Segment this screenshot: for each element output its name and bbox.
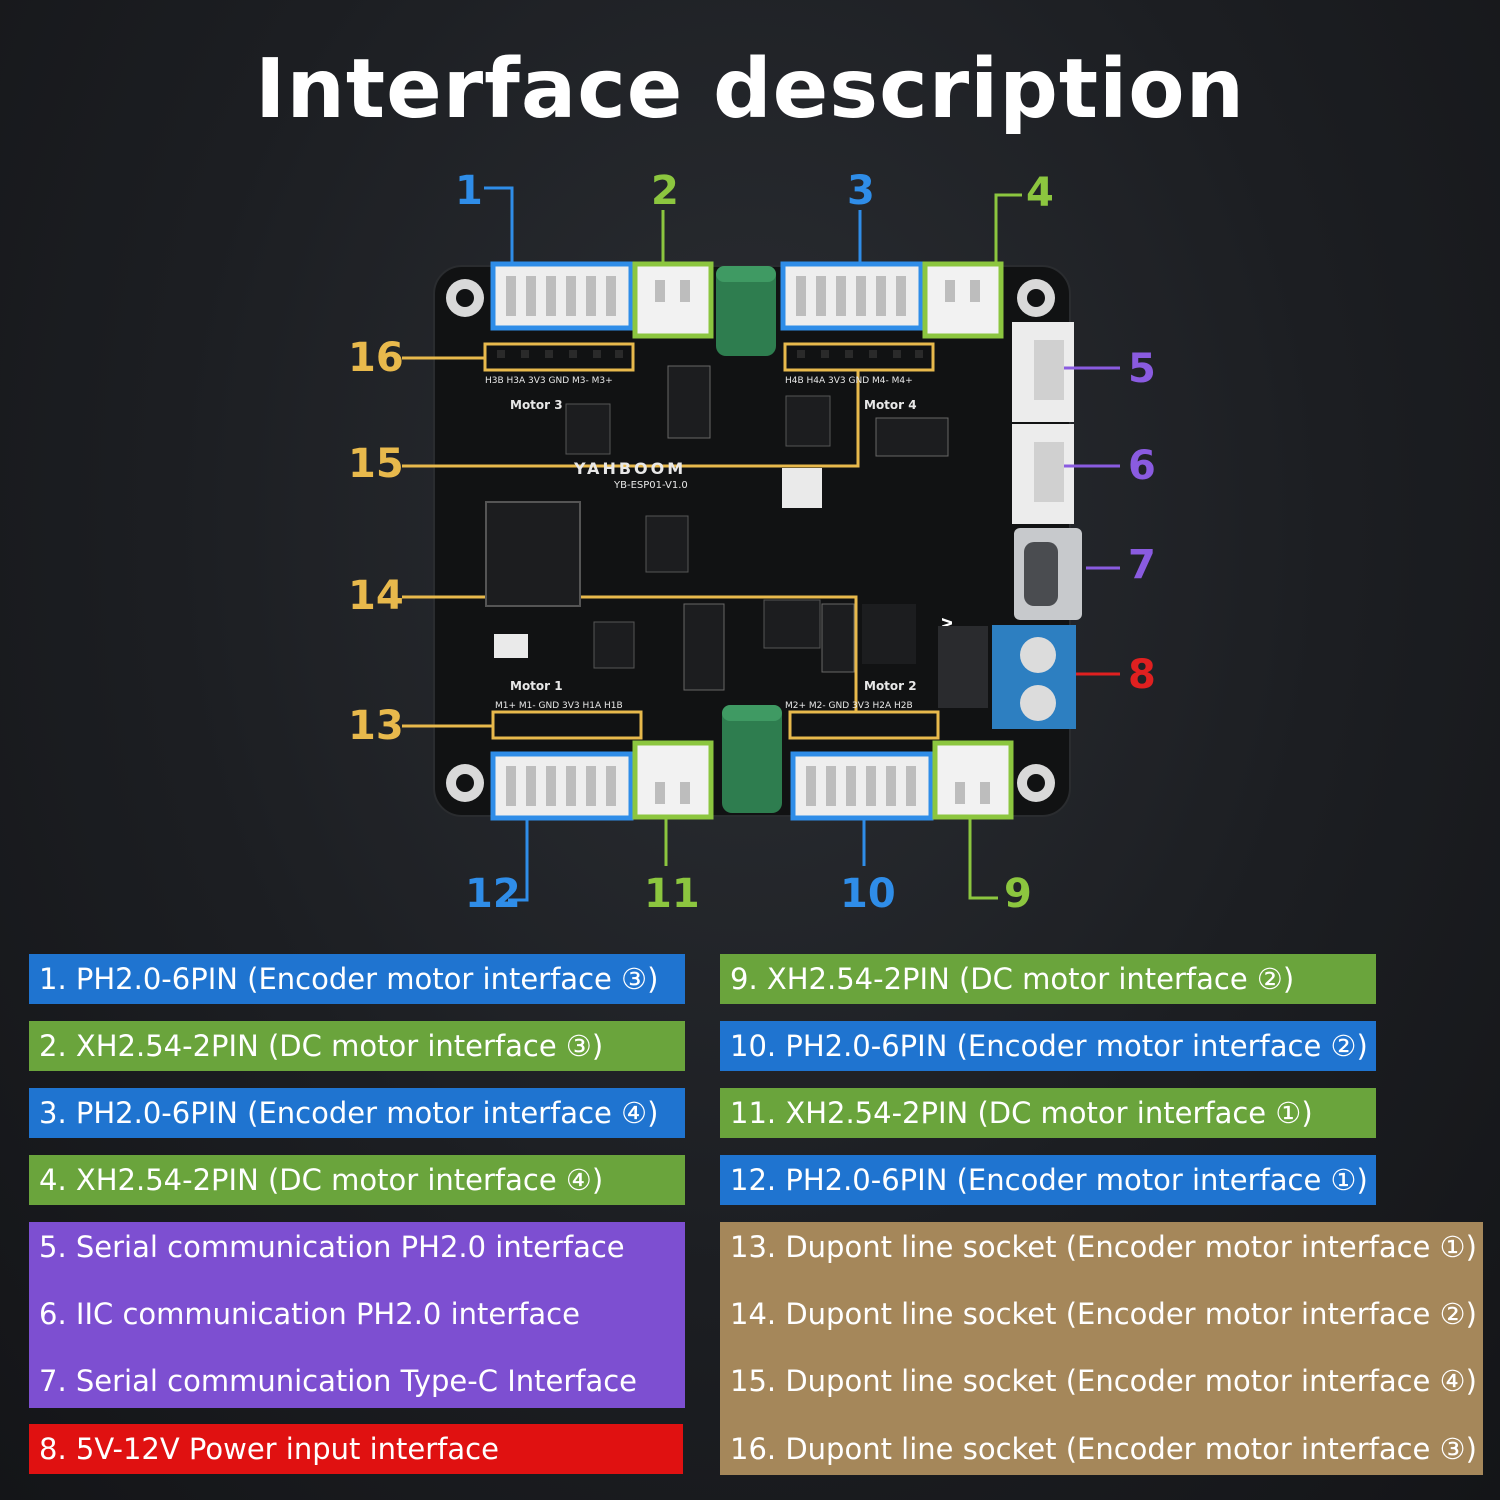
connector-3-ph20-6pin [780, 261, 924, 331]
connector-5-serial-ph20 [1012, 322, 1074, 422]
mounting-holes [446, 279, 1055, 802]
connector-11-xh254-2pin [632, 740, 714, 820]
legend-item-14: 14. Dupont line socket (Encoder motor in… [730, 1297, 1477, 1331]
legend-item-3: 3. PH2.0-6PIN (Encoder motor interface ④… [29, 1088, 685, 1138]
callout-5: 5 [1128, 346, 1156, 392]
callout-13: 13 [348, 703, 404, 749]
page-title: Interface description [255, 42, 1245, 137]
board-label-tpr: H4B H4A 3V3 GND M4- M4+ [785, 376, 913, 386]
legend-item-10: 10. PH2.0-6PIN (Encoder motor interface … [720, 1021, 1376, 1071]
callout-9: 9 [1004, 871, 1032, 917]
callout-2: 2 [651, 168, 679, 214]
callout-1: 1 [455, 168, 483, 214]
connector-1-ph20-6pin [490, 261, 634, 331]
board-label-model: YB-ESP01-V1.0 [613, 480, 688, 491]
legend-item-6: 6. IIC communication PH2.0 interface [39, 1297, 580, 1331]
legend-group-gold [720, 1222, 1483, 1475]
callout-15: 15 [348, 441, 404, 487]
connector-10-ph20-6pin [790, 751, 934, 821]
board-label-m1: Motor 1 [510, 679, 563, 693]
legend-item-11: 11. XH2.54-2PIN (DC motor interface ①) [720, 1088, 1376, 1138]
legend-item-16: 16. Dupont line socket (Encoder motor in… [730, 1432, 1477, 1466]
legend-item-7: 7. Serial communication Type-C Interface [39, 1364, 638, 1398]
dupont-socket-13 [402, 710, 643, 740]
board-diagram: DC5V-12V [402, 186, 1120, 902]
board-label-bpr: M2+ M2- GND 3V3 H2A H2B [785, 701, 913, 711]
connector-8-power-terminal [992, 625, 1076, 729]
board-label-m4: Motor 4 [864, 398, 917, 412]
callout-16: 16 [348, 335, 404, 381]
callout-14: 14 [348, 573, 404, 619]
legend-item-1: 1. PH2.0-6PIN (Encoder motor interface ③… [29, 954, 685, 1004]
callout-10: 10 [840, 871, 896, 917]
capacitor-bottom [722, 705, 782, 813]
board-label-m3: Motor 3 [510, 398, 563, 412]
legend-group-purple [29, 1222, 685, 1408]
legend-item-9: 9. XH2.54-2PIN (DC motor interface ②) [720, 954, 1376, 1004]
legend-item-8: 8. 5V-12V Power input interface [29, 1424, 683, 1474]
board-label-brand: YAHBOOM [573, 459, 686, 478]
leader-lines [484, 186, 1120, 902]
callout-8: 8 [1128, 652, 1156, 698]
callout-7: 7 [1128, 542, 1156, 588]
callout-4: 4 [1026, 170, 1054, 216]
callout-11: 11 [644, 871, 700, 917]
connector-6-iic-ph20 [1012, 424, 1074, 524]
board-label-bpl: M1+ M1- GND 3V3 H1A H1B [495, 701, 623, 711]
connector-4-xh254-2pin [922, 261, 1004, 339]
connector-7-type-c [1014, 528, 1082, 620]
legend-item-2: 2. XH2.54-2PIN (DC motor interface ③) [29, 1021, 685, 1071]
callout-6: 6 [1128, 443, 1156, 489]
connector-12-ph20-6pin [490, 751, 634, 821]
legend-item-15: 15. Dupont line socket (Encoder motor in… [730, 1364, 1477, 1398]
board-label-tpl: H3B H3A 3V3 GND M3- M3+ [485, 376, 613, 386]
board-label-m2: Motor 2 [864, 679, 917, 693]
connector-2-xh254-2pin [632, 261, 714, 339]
board-components [485, 365, 988, 708]
connector-9-xh254-2pin [932, 740, 1014, 820]
legend-item-5: 5. Serial communication PH2.0 interface [39, 1230, 625, 1264]
board-text: YAHBOOM YB-ESP01-V1.0 Motor 3 Motor 4 Mo… [485, 376, 917, 711]
legend-item-13: 13. Dupont line socket (Encoder motor in… [730, 1230, 1477, 1264]
legend-item-12: 12. PH2.0-6PIN (Encoder motor interface … [720, 1155, 1376, 1205]
legend-item-4: 4. XH2.54-2PIN (DC motor interface ④) [29, 1155, 685, 1205]
callout-3: 3 [847, 168, 875, 214]
capacitor-top [716, 266, 776, 356]
callout-12: 12 [465, 871, 521, 917]
dupont-socket-15 [402, 342, 935, 468]
